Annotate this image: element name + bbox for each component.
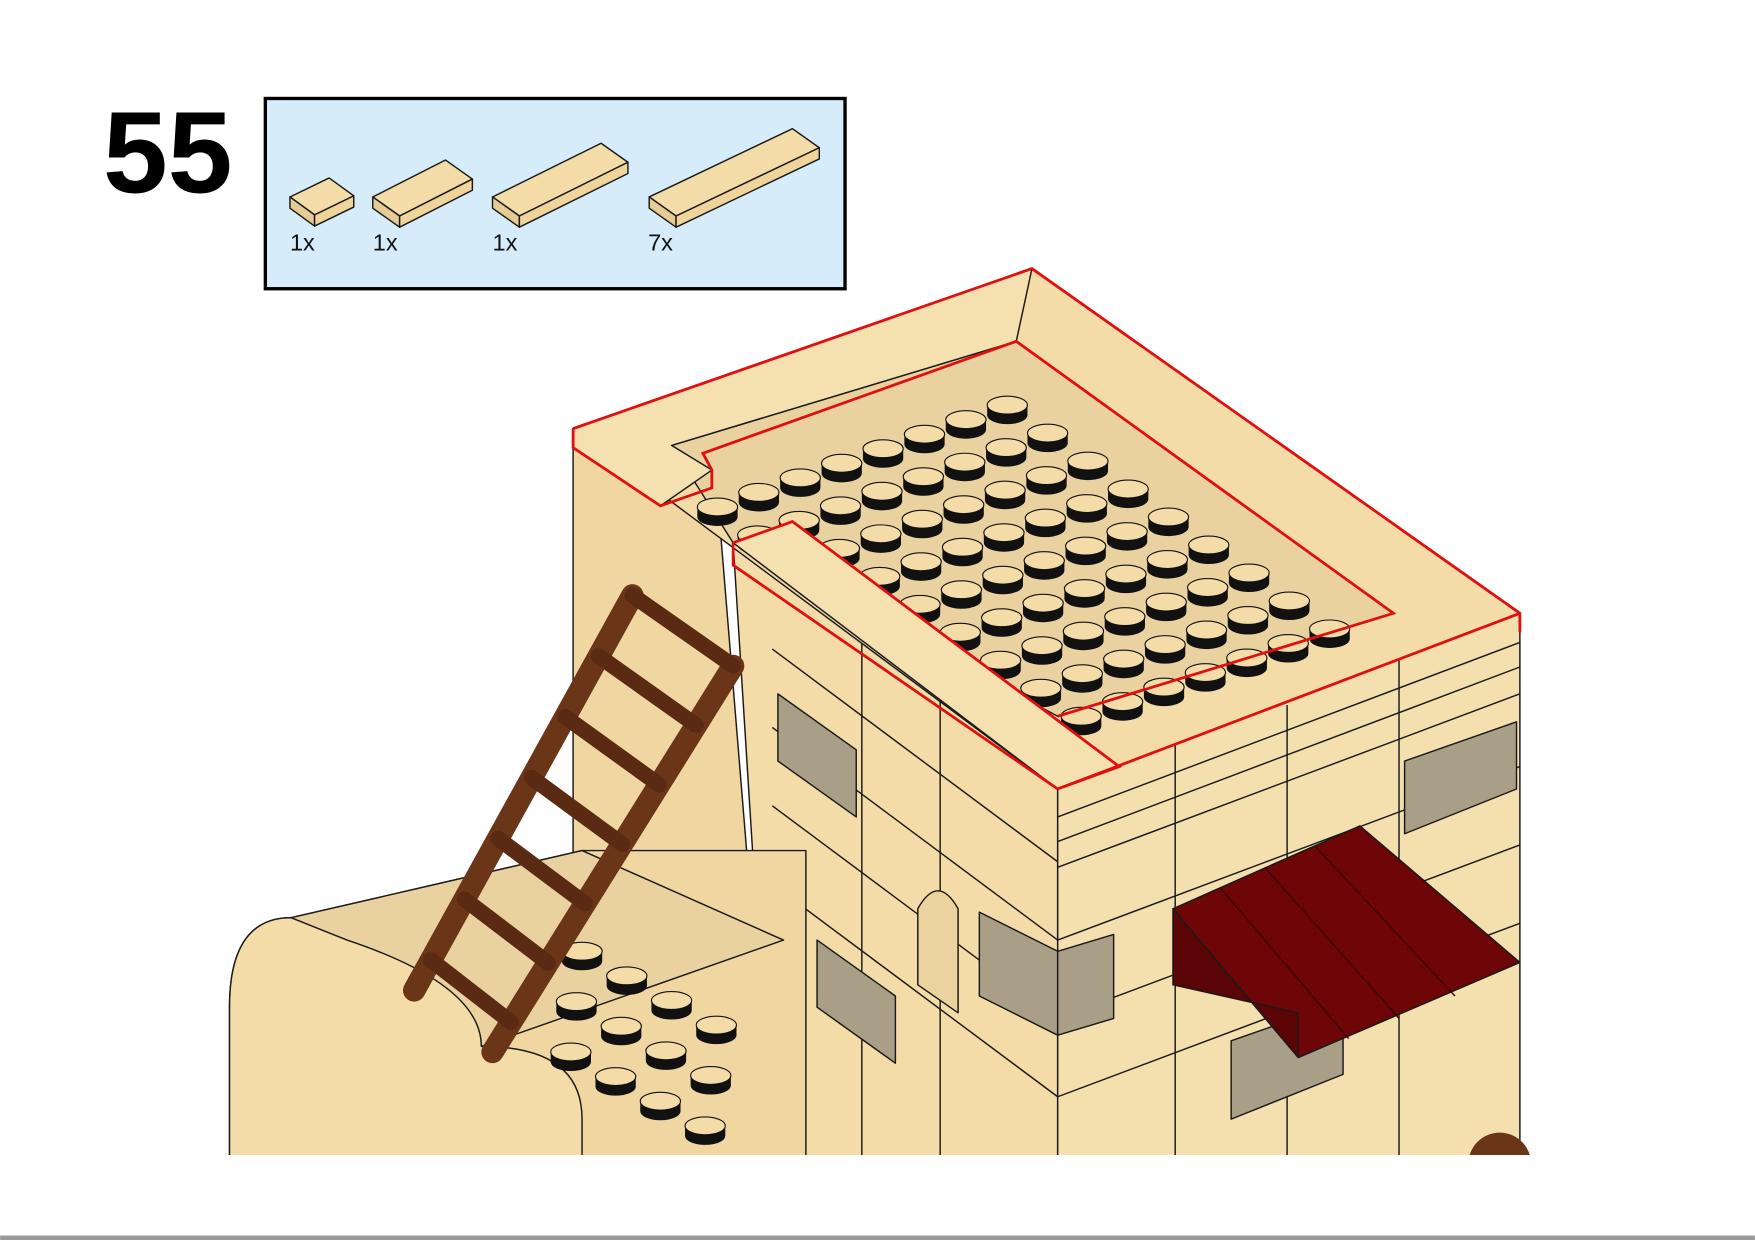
ladder-rung xyxy=(624,587,741,674)
stud xyxy=(1143,677,1185,707)
page-bottom-divider xyxy=(0,1235,1755,1240)
highlight-outline xyxy=(731,542,1059,791)
stud xyxy=(1106,522,1148,551)
stud xyxy=(1107,479,1149,509)
ladder xyxy=(402,584,745,1064)
stud xyxy=(684,1116,726,1145)
stud xyxy=(985,438,1027,467)
stud xyxy=(738,482,780,512)
stud xyxy=(1025,466,1068,495)
barrel xyxy=(1469,1132,1530,1155)
part-tile-1x4 xyxy=(491,142,629,228)
part-tile-1x6 xyxy=(648,127,821,228)
stud xyxy=(984,480,1026,510)
stud xyxy=(982,565,1024,595)
stud xyxy=(1103,649,1145,679)
stud xyxy=(695,1015,738,1045)
stud xyxy=(941,537,984,567)
stud xyxy=(1227,606,1269,635)
stud xyxy=(900,552,942,581)
stud xyxy=(1021,636,1063,665)
stud xyxy=(555,992,598,1021)
stud xyxy=(779,468,821,497)
part-quantity: 7x xyxy=(648,230,673,256)
stud xyxy=(819,496,862,525)
stud xyxy=(862,439,904,468)
stud xyxy=(945,410,987,439)
lower-studs xyxy=(550,941,738,1145)
stud xyxy=(1022,593,1064,623)
part-quantity: 1x xyxy=(493,230,518,256)
stud xyxy=(1064,536,1107,566)
part-quantity: 1x xyxy=(373,230,398,256)
highlight-outline xyxy=(571,339,1397,718)
part-quantity: 1x xyxy=(290,230,315,256)
roof-studs xyxy=(696,395,1351,750)
stud xyxy=(1062,621,1105,651)
stud xyxy=(944,452,986,482)
stud xyxy=(1066,494,1108,523)
stud xyxy=(820,453,863,483)
parts-list-callout: 1x 1x 1x 7x xyxy=(263,96,847,291)
stud xyxy=(1105,564,1147,594)
stud xyxy=(550,1042,592,1072)
stud xyxy=(1147,507,1190,537)
stud xyxy=(1308,619,1351,648)
stud xyxy=(1268,591,1311,620)
ladder-rung xyxy=(423,952,519,1031)
stud xyxy=(1104,607,1146,636)
ladder-rung xyxy=(456,891,556,971)
stud xyxy=(1144,635,1186,664)
ladder-rung xyxy=(490,830,593,912)
stud xyxy=(981,608,1023,637)
ladder-rung xyxy=(523,769,630,852)
stud xyxy=(942,495,985,524)
stud xyxy=(1061,664,1104,693)
stud xyxy=(861,481,903,511)
stud xyxy=(1063,579,1106,608)
stud xyxy=(983,523,1025,552)
stud xyxy=(1146,550,1189,579)
stud xyxy=(1023,551,1065,580)
stud xyxy=(1185,620,1228,650)
building-model-illustration xyxy=(228,267,1530,1155)
stud xyxy=(1067,451,1109,481)
stud xyxy=(860,524,902,553)
stud xyxy=(986,395,1029,425)
highlight-outline xyxy=(572,267,1522,633)
stud xyxy=(606,966,648,995)
stud xyxy=(690,1065,732,1095)
stud xyxy=(639,1091,682,1121)
stud xyxy=(940,580,983,609)
stud xyxy=(1026,423,1069,453)
stud xyxy=(594,1067,637,1096)
highlight-outline xyxy=(732,519,1521,791)
stud xyxy=(1024,508,1067,538)
step-number: 55 xyxy=(103,87,232,217)
stud xyxy=(902,467,945,496)
part-tile-1x1 xyxy=(289,177,355,227)
stud xyxy=(650,990,693,1020)
ladder-rung xyxy=(557,709,667,793)
stud xyxy=(901,509,943,539)
stud xyxy=(1145,592,1187,622)
stud xyxy=(696,497,739,526)
stud xyxy=(1188,535,1230,565)
arched-window xyxy=(917,890,959,1014)
stud xyxy=(903,424,946,454)
stud xyxy=(1186,578,1229,607)
stud xyxy=(645,1041,687,1070)
stud xyxy=(1228,563,1270,593)
awning xyxy=(1172,825,1521,1059)
part-tile-1x2 xyxy=(372,159,474,228)
ladder-rung xyxy=(591,648,704,734)
stud xyxy=(600,1016,642,1046)
